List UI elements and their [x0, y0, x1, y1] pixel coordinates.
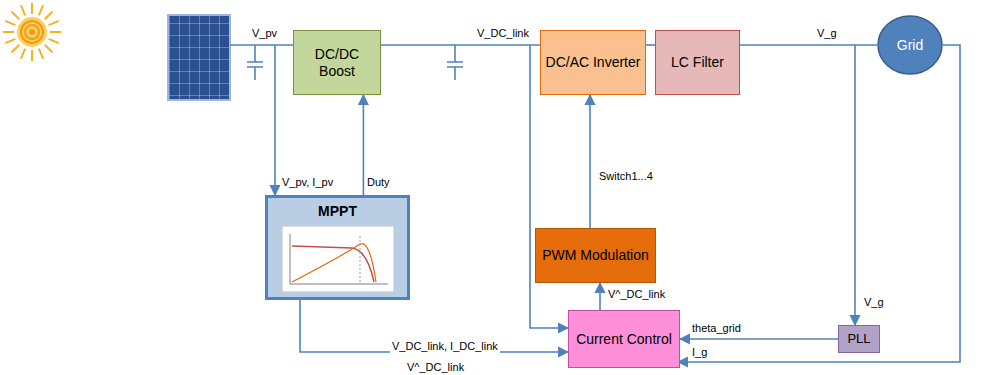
capacitor [447, 45, 463, 80]
signal-label: V_DC_link, I_DC_link [390, 340, 500, 353]
node-text: Current Control [572, 329, 676, 349]
inverter-box: DC/AC Inverter [540, 30, 646, 95]
signal-label: theta_grid [690, 322, 743, 335]
signal-label: V_g [815, 27, 839, 40]
pwm-box: PWM Modulation [535, 228, 656, 283]
connector [363, 95, 365, 195]
control-box: Current Control [568, 310, 680, 368]
boost-converter-box: DC/DC Boost [293, 30, 381, 95]
signal-label: V_DC_link [475, 27, 531, 40]
signal-label: V^_DC_link [606, 288, 667, 301]
signal-label: I_g [690, 346, 709, 359]
signal-label: Duty [365, 176, 392, 189]
signal-label: V_pv [250, 27, 279, 40]
pll-box: PLL [838, 325, 880, 353]
mppt-box: MPPT [265, 195, 410, 300]
signal-label: V^_DC_link [405, 361, 466, 374]
connector [599, 283, 601, 310]
node-text: DC/DC Boost [294, 44, 380, 80]
connector [381, 44, 540, 46]
connector [646, 44, 655, 46]
node-text: Grid [893, 35, 927, 55]
connector [680, 338, 838, 340]
node-text: DC/AC Inverter [542, 52, 645, 72]
node-text: PLL [845, 331, 872, 348]
node-text: PWM Modulation [538, 245, 653, 265]
pv-curve-chart [282, 226, 394, 292]
filter-box: LC Filter [655, 30, 740, 95]
signal-label: V_pv, I_pv [280, 176, 335, 189]
signal-label: V_g [862, 296, 886, 309]
sun-icon [3, 3, 61, 61]
grid-circle: Grid [877, 15, 943, 75]
pv-wire [230, 44, 293, 46]
connector [589, 95, 591, 228]
grid-voltage-wire [854, 45, 856, 325]
connector [740, 44, 877, 46]
pv-panel [168, 15, 230, 100]
signal-label: Switch1...4 [597, 170, 655, 183]
node-text: MPPT [314, 201, 361, 221]
node-text: LC Filter [667, 52, 728, 72]
pv-sense-wire [274, 45, 276, 195]
capacitor [247, 45, 263, 80]
